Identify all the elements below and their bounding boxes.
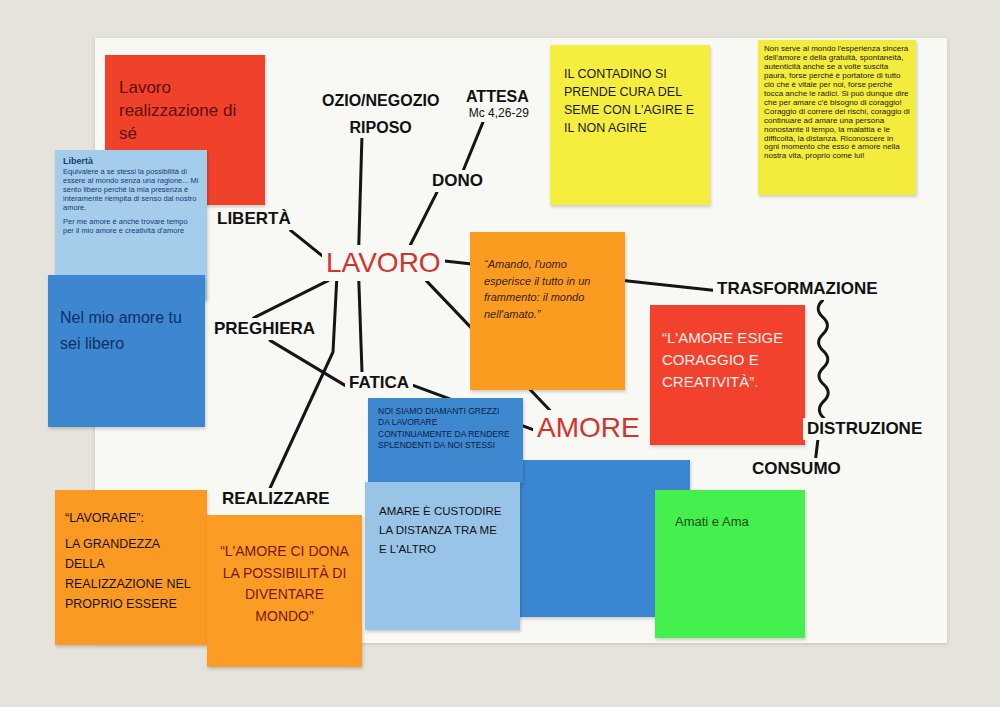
term-label: LAVORO bbox=[326, 246, 441, 280]
sticky-note: Nel mio amore tu sei libero bbox=[48, 275, 205, 427]
sticky-note: Non serve al mondo l'esperienza sincera … bbox=[758, 40, 916, 195]
mind-map-term: LIBERTÀ bbox=[213, 208, 295, 230]
mind-map-term: ATTESAMc 4,26-29 bbox=[462, 86, 533, 122]
sticky-note: NOI SIAMO DIAMANTI GREZZI DA LAVORARE CO… bbox=[368, 398, 523, 483]
mind-map-term: CONSUMO bbox=[748, 458, 845, 480]
note-text: IL CONTADINO SI PRENDE CURA DEL SEME CON… bbox=[564, 65, 696, 138]
central-term: AMORE bbox=[533, 410, 644, 446]
mind-map-term: FATICA bbox=[345, 372, 413, 394]
term-label: FATICA bbox=[349, 373, 409, 393]
note-text: LA GRANDEZZA DELLA REALIZZAZIONE NEL PRO… bbox=[65, 534, 197, 614]
note-text: Non serve al mondo l'esperienza sincera … bbox=[764, 45, 910, 161]
note-text: Nel mio amore tu sei libero bbox=[60, 305, 193, 356]
note-text: Libertà bbox=[63, 156, 199, 167]
sticky-note: “L'AMORE CI DONA LA POSSIBILITÀ DI DIVEN… bbox=[207, 515, 362, 667]
mind-map-term: DONO bbox=[428, 170, 487, 192]
term-label: LIBERTÀ bbox=[217, 209, 291, 229]
sticky-note: “L'AMORE ESIGE CORAGGIO E CREATIVITÀ”. bbox=[650, 305, 805, 445]
connector-line bbox=[254, 281, 329, 318]
connector-line bbox=[463, 122, 483, 170]
note-text: “LAVORARE”: bbox=[65, 508, 197, 528]
note-text: “L'AMORE CI DONA LA POSSIBILITÀ DI DIVEN… bbox=[217, 541, 352, 628]
note-text: “Amando, l'uomo esperisce il tutto in un… bbox=[484, 256, 611, 322]
term-label: DISTRUZIONE bbox=[807, 419, 922, 439]
connector-line bbox=[359, 138, 362, 245]
connector-line bbox=[410, 192, 437, 245]
connector-line bbox=[270, 281, 337, 488]
note-text: Amati e Ama bbox=[675, 512, 785, 533]
note-text: Per me amore è anche trovare tempo per i… bbox=[63, 217, 199, 235]
mind-map-term: OZIO/NEGOZIO RIPOSO bbox=[318, 90, 443, 138]
connector-line bbox=[816, 440, 818, 458]
mind-map-term: DISTRUZIONE bbox=[803, 418, 926, 440]
note-text: Lavoro realizzazione di sé bbox=[119, 77, 251, 146]
connector-line bbox=[818, 300, 828, 418]
term-label: PREGHIERA bbox=[214, 319, 315, 339]
term-label: AMORE bbox=[537, 411, 640, 445]
connector-line bbox=[359, 281, 362, 372]
term-label: RIPOSO bbox=[322, 118, 439, 137]
central-term: LAVORO bbox=[322, 245, 445, 281]
note-text: Equivalere a se stessi la possibilità di… bbox=[63, 167, 199, 212]
sticky-note: “LAVORARE”: LA GRANDEZZA DELLA REALIZZAZI… bbox=[55, 490, 207, 645]
connector-line bbox=[291, 230, 322, 255]
sticky-note: “Amando, l'uomo esperisce il tutto in un… bbox=[470, 232, 625, 390]
term-label: DONO bbox=[432, 171, 483, 191]
note-text: AMARE È CUSTODIRE LA DISTANZA TRA ME E L… bbox=[379, 502, 506, 559]
term-label: REALIZZARE bbox=[222, 489, 330, 509]
term-label: TRASFORMAZIONE bbox=[717, 279, 878, 299]
term-label: CONSUMO bbox=[752, 459, 841, 479]
sticky-note: IL CONTADINO SI PRENDE CURA DEL SEME CON… bbox=[550, 45, 710, 205]
note-text: “L'AMORE ESIGE CORAGGIO E CREATIVITÀ”. bbox=[662, 327, 793, 392]
term-label: Mc 4,26-29 bbox=[466, 106, 529, 120]
mind-map-term: REALIZZARE bbox=[218, 488, 334, 510]
note-text: NOI SIAMO DIAMANTI GREZZI DA LAVORARE CO… bbox=[378, 406, 513, 452]
mind-map-term: TRASFORMAZIONE bbox=[713, 278, 882, 300]
term-label: OZIO/NEGOZIO bbox=[322, 91, 439, 110]
connector-line bbox=[270, 340, 345, 385]
sticky-note: Amati e Ama bbox=[655, 490, 805, 638]
term-label: ATTESA bbox=[466, 87, 529, 106]
mind-map-term: PREGHIERA bbox=[210, 318, 319, 340]
sticky-note: AMARE È CUSTODIRE LA DISTANZA TRA ME E L… bbox=[365, 482, 520, 630]
